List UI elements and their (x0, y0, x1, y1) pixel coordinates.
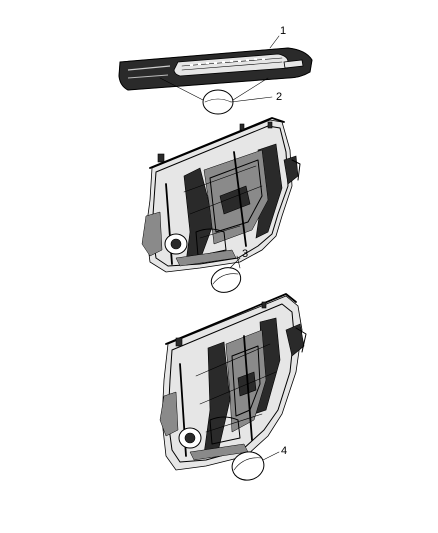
leader-line-3b (229, 257, 241, 269)
round-cap-4 (231, 451, 265, 481)
trim-bar (118, 47, 313, 91)
leader-line-1 (269, 35, 280, 49)
front-door-panel (141, 117, 301, 273)
rear-door-panel (159, 293, 307, 471)
round-cap-3 (210, 267, 242, 293)
callout-1: 1 (280, 25, 286, 37)
callout-4: 4 (281, 445, 287, 457)
callout-3: 3 (242, 248, 248, 260)
leader-line-3 (236, 255, 241, 269)
leader-line-4 (262, 451, 280, 461)
leader-line-2b (232, 77, 269, 101)
leader-line-2a (159, 77, 204, 101)
round-cap-2 (202, 89, 234, 115)
leader-line-2 (230, 96, 273, 103)
callout-2: 2 (276, 91, 282, 103)
